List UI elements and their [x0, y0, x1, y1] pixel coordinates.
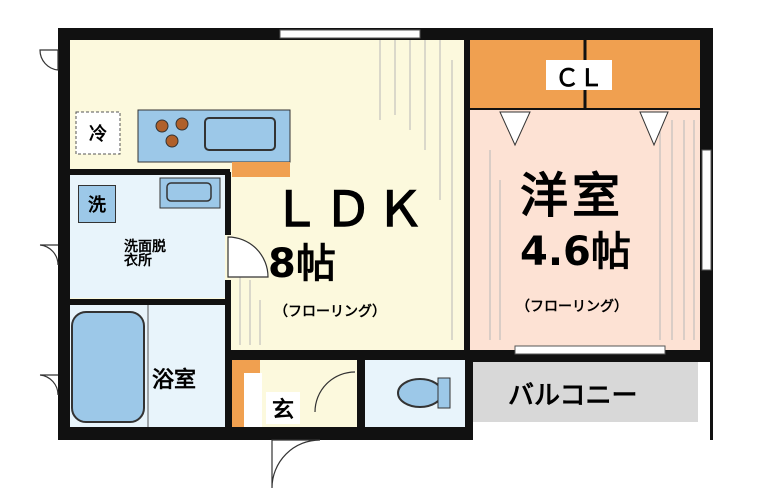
closet-doors — [499, 111, 669, 147]
balcony-floor — [473, 362, 698, 422]
ldk-name: ＬＤＫ — [272, 182, 429, 238]
stove-burners — [155, 117, 189, 148]
bath-label: 浴室 — [152, 368, 197, 393]
balcony-edge-bottom — [473, 422, 710, 440]
wash-basin — [166, 182, 212, 202]
ldk-size: 8帖 — [268, 241, 336, 287]
balcony-label: バルコニー — [508, 381, 638, 411]
windows — [279, 29, 712, 355]
washer-label: 洗 — [78, 185, 116, 223]
western-name: 洋室 — [520, 168, 625, 224]
balcony-edge — [698, 362, 710, 440]
fridge-label: 冷 — [80, 118, 116, 148]
bathtub — [71, 311, 145, 423]
ldk-floor-hatch — [239, 40, 453, 345]
entrance-step — [244, 373, 262, 427]
entrance-label: 玄 — [266, 392, 300, 424]
ldk-floor-label: （フローリング） — [274, 304, 386, 320]
kitchen-sink — [204, 117, 276, 151]
interior-walls — [70, 40, 710, 430]
toilet-bowl — [397, 378, 443, 408]
western-floor-label: （フローリング） — [516, 299, 628, 315]
western-floor — [470, 110, 700, 350]
kitchen-counter-end — [232, 162, 290, 177]
closet-label: ＣＬ — [546, 60, 612, 92]
western-size: 4.6帖 — [520, 229, 631, 275]
door-swings — [39, 49, 356, 489]
toilet-tank — [437, 377, 451, 409]
washroom-label: 洗面脱 衣所 — [124, 239, 166, 269]
western-floor-hatch — [489, 120, 695, 340]
